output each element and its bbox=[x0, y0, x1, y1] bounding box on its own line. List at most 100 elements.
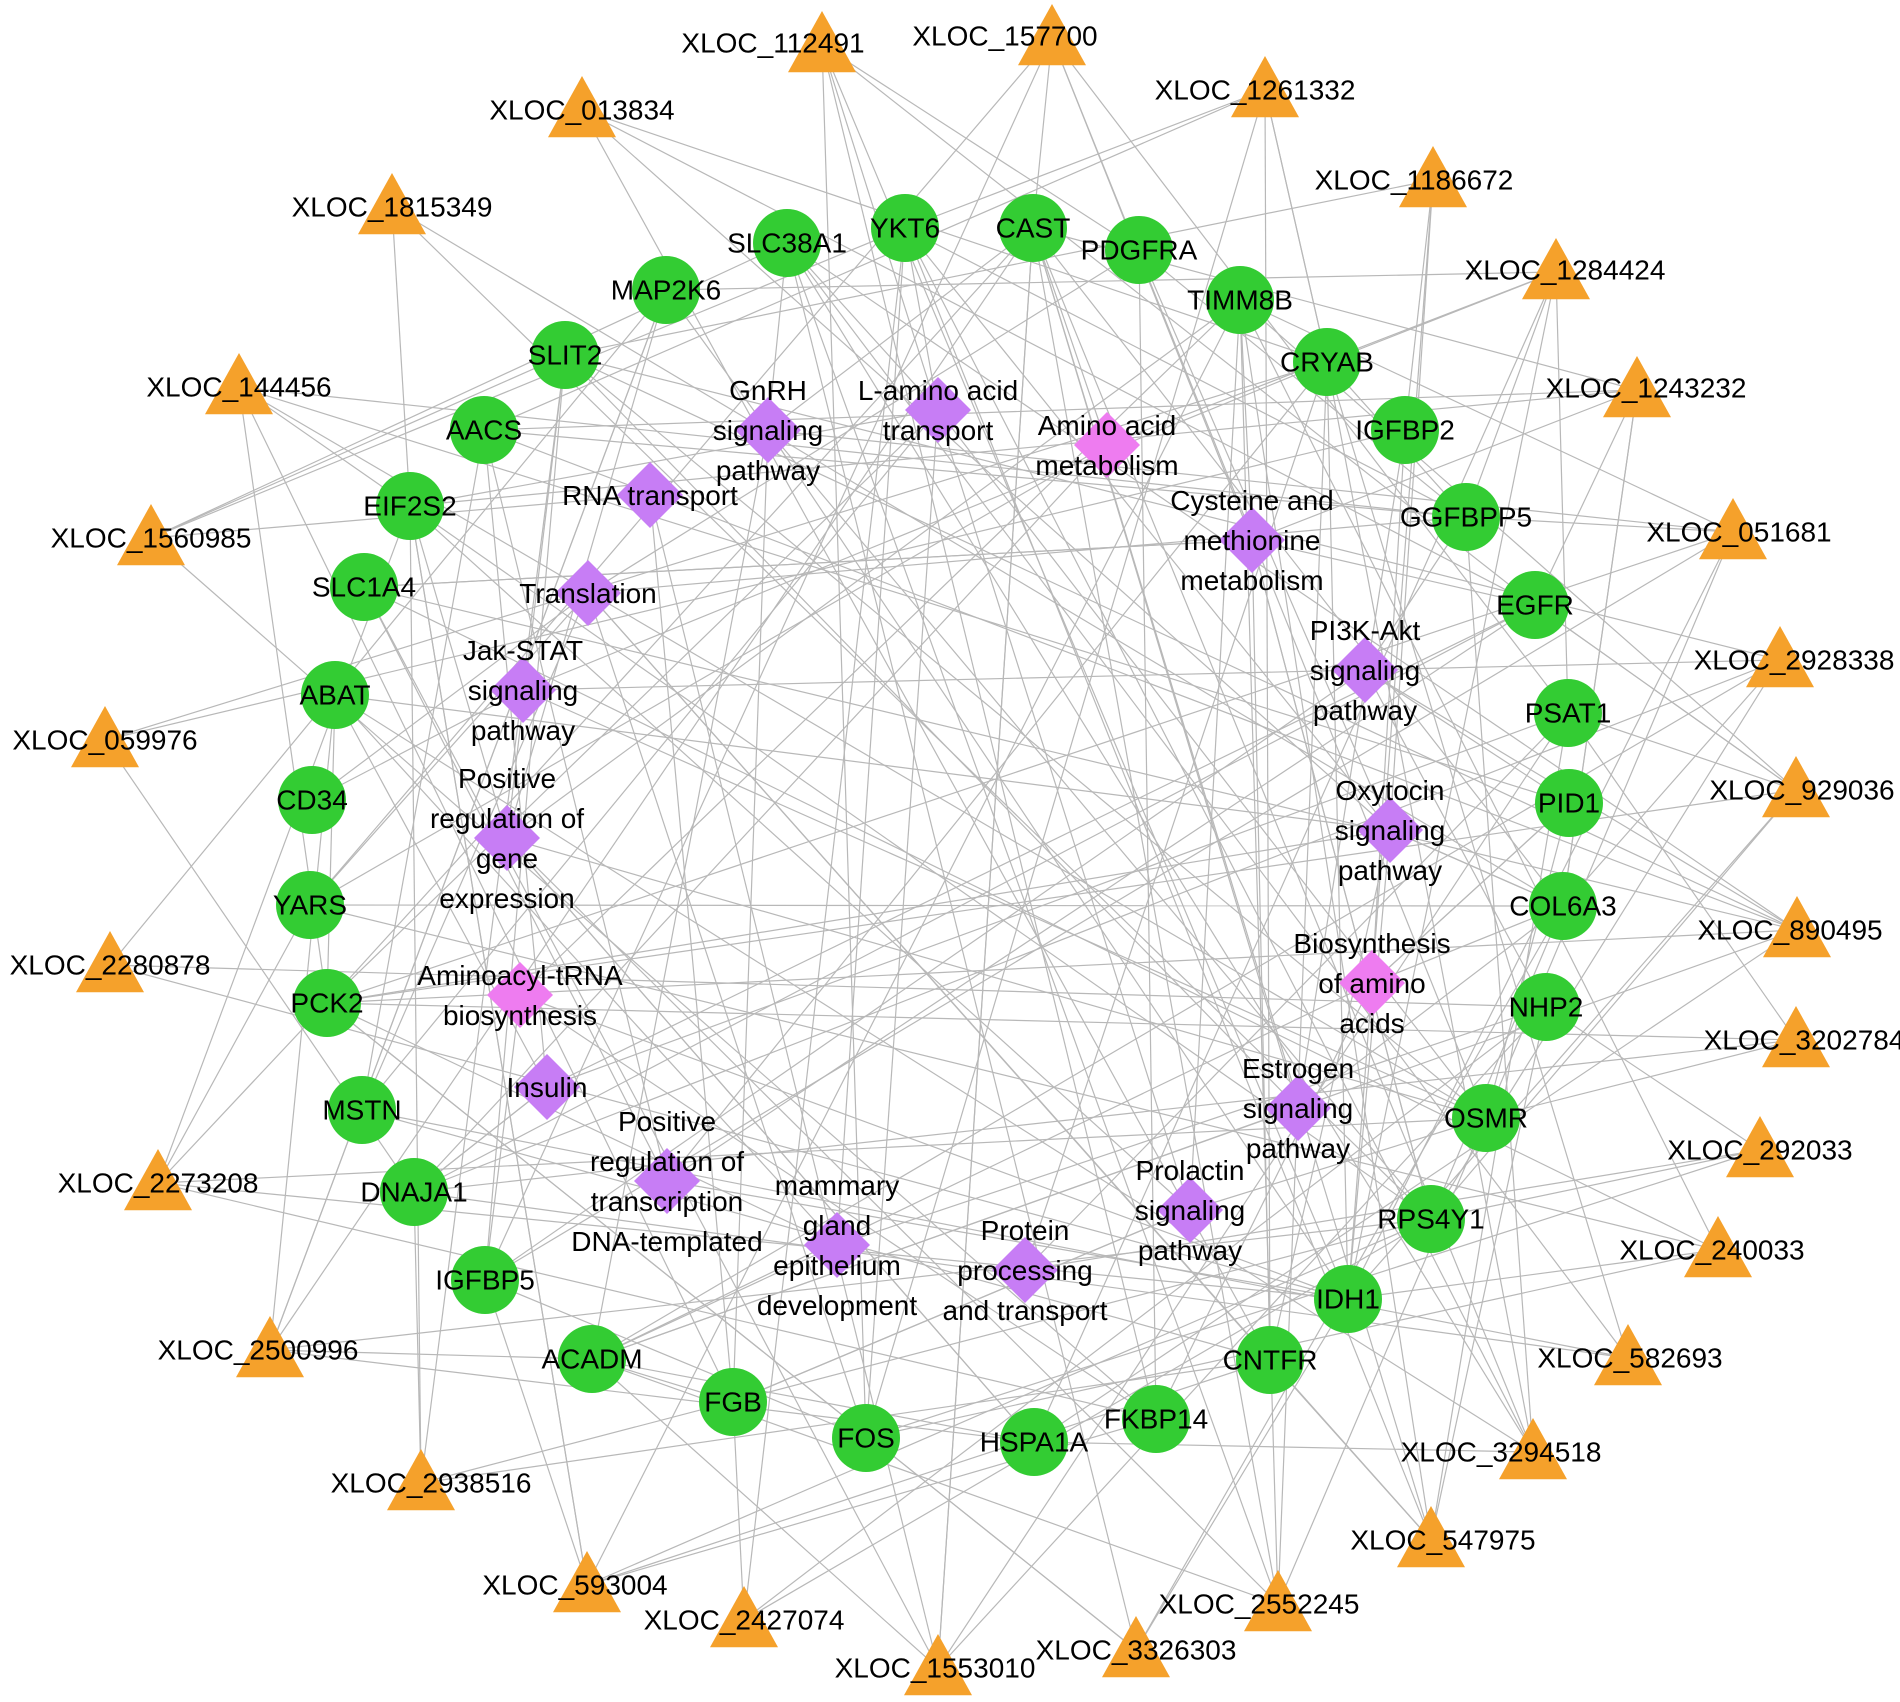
lncrna-node-xloc-890495[interactable]: XLOC_890495 bbox=[1697, 896, 1883, 958]
gene-node-map2k6[interactable]: MAP2K6 bbox=[611, 256, 722, 324]
lncrna-node-xloc-1186672[interactable]: XLOC_1186672 bbox=[1315, 146, 1514, 208]
gene-node-psat1[interactable]: PSAT1 bbox=[1525, 679, 1612, 747]
gene-node-cryab[interactable]: CRYAB bbox=[1280, 328, 1374, 396]
gene-node-igfbp2[interactable]: IGFBP2 bbox=[1355, 396, 1455, 464]
lncrna-node-xloc-929036[interactable]: XLOC_929036 bbox=[1709, 756, 1895, 818]
gene-node-ykt6[interactable]: YKT6 bbox=[870, 194, 940, 262]
gene-node-rps4y1[interactable]: RPS4Y1 bbox=[1377, 1185, 1485, 1253]
lncrna-node-xloc-292033[interactable]: XLOC_292033 bbox=[1667, 1116, 1853, 1178]
gene-node-yars[interactable]: YARS bbox=[273, 871, 347, 939]
gene-node-cd34[interactable]: CD34 bbox=[276, 766, 348, 834]
gene-node-dnaja1[interactable]: DNAJA1 bbox=[360, 1158, 468, 1226]
lncrna-node-xloc-1261332[interactable]: XLOC_1261332 bbox=[1155, 56, 1356, 118]
label-line: development bbox=[757, 1290, 918, 1321]
edge bbox=[109, 964, 1547, 1008]
lncrna-node-xloc-157700[interactable]: XLOC_157700 bbox=[912, 4, 1098, 66]
lncrna-label: XLOC_3326303 bbox=[1036, 1635, 1237, 1666]
lncrna-label: XLOC_1815349 bbox=[292, 192, 493, 223]
lncrna-node-xloc-1560985[interactable]: XLOC_1560985 bbox=[51, 504, 252, 566]
lncrna-node-xloc-3294518[interactable]: XLOC_3294518 bbox=[1401, 1418, 1602, 1480]
label-line: pathway bbox=[471, 715, 575, 746]
pathway-node-rna-transport[interactable]: RNA transport bbox=[562, 462, 738, 528]
gene-node-abat[interactable]: ABAT bbox=[299, 661, 371, 729]
gene-node-pid1[interactable]: PID1 bbox=[1535, 769, 1603, 837]
gene-node-pdgfra[interactable]: PDGFRA bbox=[1081, 216, 1198, 284]
edge bbox=[506, 354, 566, 839]
lncrna-node-xloc-144456[interactable]: XLOC_144456 bbox=[146, 353, 332, 415]
lncrna-node-xloc-582693[interactable]: XLOC_582693 bbox=[1537, 1324, 1723, 1386]
gene-node-col6a3[interactable]: COL6A3 bbox=[1509, 872, 1617, 940]
gene-node-fkbp14[interactable]: FKBP14 bbox=[1104, 1385, 1208, 1453]
pathway-node-insulin[interactable]: Insulin bbox=[507, 1054, 588, 1120]
edge bbox=[1251, 539, 1432, 1220]
gene-label: CNTFR bbox=[1223, 1345, 1318, 1376]
gene-node-pck2[interactable]: PCK2 bbox=[290, 969, 364, 1037]
gene-node-timm8b[interactable]: TIMM8B bbox=[1187, 266, 1293, 334]
pathway-node-translation[interactable]: Translation bbox=[519, 560, 657, 626]
lncrna-node-xloc-1815349[interactable]: XLOC_1815349 bbox=[292, 173, 493, 235]
gene-node-igfbp5[interactable]: IGFBP5 bbox=[435, 1246, 535, 1314]
lncrna-node-xloc-1243232[interactable]: XLOC_1243232 bbox=[1546, 356, 1747, 418]
gene-node-fos[interactable]: FOS bbox=[832, 1404, 900, 1472]
lncrna-node-xloc-547975[interactable]: XLOC_547975 bbox=[1350, 1506, 1536, 1568]
gene-node-hspa1a[interactable]: HSPA1A bbox=[980, 1408, 1089, 1476]
gene-label: FOS bbox=[837, 1423, 895, 1454]
gene-node-slc1a4[interactable]: SLC1A4 bbox=[312, 553, 416, 621]
label-line: Positive bbox=[458, 763, 556, 794]
gene-node-cntfr[interactable]: CNTFR bbox=[1223, 1326, 1318, 1394]
lncrna-node-xloc-1284424[interactable]: XLOC_1284424 bbox=[1465, 238, 1666, 300]
lncrna-node-xloc-059976[interactable]: XLOC_059976 bbox=[12, 706, 198, 768]
edge bbox=[564, 354, 1487, 1119]
gene-node-cast[interactable]: CAST bbox=[996, 194, 1071, 262]
gene-node-idh1[interactable]: IDH1 bbox=[1314, 1265, 1382, 1333]
lncrna-label: XLOC_2280878 bbox=[10, 950, 211, 981]
lncrna-node-xloc-112491[interactable]: XLOC_112491 bbox=[681, 11, 865, 73]
gene-node-slit2[interactable]: SLIT2 bbox=[528, 321, 603, 389]
gene-node-osmr[interactable]: OSMR bbox=[1444, 1084, 1528, 1152]
lncrna-node-xloc-2427074[interactable]: XLOC_2427074 bbox=[644, 1586, 845, 1648]
gene-node-fgb[interactable]: FGB bbox=[699, 1368, 767, 1436]
lncrna-node-xloc-051681[interactable]: XLOC_051681 bbox=[1646, 498, 1832, 560]
gene-node-acadm[interactable]: ACADM bbox=[541, 1325, 643, 1393]
lncrna-node-xloc-593004[interactable]: XLOC_593004 bbox=[482, 1551, 668, 1613]
gene-node-eif2s2[interactable]: EIF2S2 bbox=[363, 472, 457, 540]
gene-node-mstn[interactable]: MSTN bbox=[322, 1076, 402, 1144]
label-line: signaling bbox=[1243, 1093, 1354, 1124]
edge bbox=[484, 1279, 867, 1439]
gene-node-ggfbpp5[interactable]: GGFBPP5 bbox=[1400, 483, 1532, 551]
gene-node-slc38a1[interactable]: SLC38A1 bbox=[727, 209, 847, 277]
gene-node-nhp2[interactable]: NHP2 bbox=[1509, 973, 1584, 1041]
lncrna-node-xloc-2280878[interactable]: XLOC_2280878 bbox=[10, 931, 211, 993]
lncrna-node-xloc-240033[interactable]: XLOC_240033 bbox=[1619, 1216, 1805, 1278]
lncrna-node-xloc-2938516[interactable]: XLOC_2938516 bbox=[331, 1449, 532, 1511]
lncrna-node-xloc-013834[interactable]: XLOC_013834 bbox=[489, 76, 675, 138]
gene-label: IGFBP5 bbox=[435, 1265, 535, 1296]
lncrna-node-xloc-1553010[interactable]: XLOC_1553010 bbox=[835, 1634, 1036, 1696]
lncrna-node-xloc-2552245[interactable]: XLOC_2552245 bbox=[1159, 1570, 1360, 1632]
lncrna-node-xloc-2273208[interactable]: XLOC_2273208 bbox=[58, 1149, 259, 1211]
lncrna-node-xloc-2928338[interactable]: XLOC_2928338 bbox=[1694, 626, 1895, 688]
lncrna-node-xloc-2500996[interactable]: XLOC_2500996 bbox=[158, 1316, 359, 1378]
lncrna-node-xloc-3202784[interactable]: XLOC_3202784 bbox=[1704, 1006, 1900, 1068]
gene-node-egfr[interactable]: EGFR bbox=[1496, 571, 1574, 639]
lncrna-node-xloc-3326303[interactable]: XLOC_3326303 bbox=[1036, 1616, 1237, 1678]
gene-node-aacs[interactable]: AACS bbox=[446, 396, 522, 464]
gene-label: AACS bbox=[446, 415, 522, 446]
